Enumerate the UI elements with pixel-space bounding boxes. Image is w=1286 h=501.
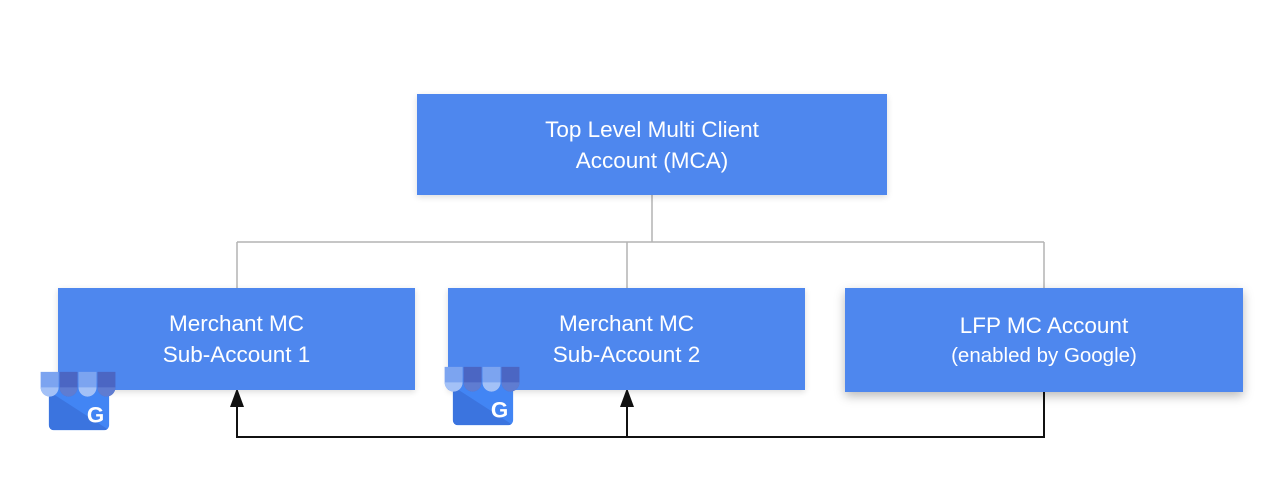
feedback-line-from-lfp: [236, 392, 1045, 438]
storefront-awning: [40, 371, 116, 397]
node-top-level-mca: Top Level Multi Client Account (MCA): [417, 94, 887, 195]
node-label-line2: Account (MCA): [575, 147, 729, 173]
arrowhead-sub1: [230, 388, 244, 407]
google-g-letter: G: [491, 397, 508, 422]
node-lfp-mc-account: LFP MC Account (enabled by Google): [845, 288, 1243, 392]
arrowhead-sub2: [620, 388, 634, 407]
node-label-line2: (enabled by Google): [951, 344, 1137, 367]
google-g-letter: G: [87, 402, 104, 427]
node-label-line2: Sub-Account 1: [162, 342, 311, 367]
storefront-awning: [444, 366, 520, 392]
node-label-line1: Top Level Multi Client: [545, 116, 759, 142]
node-label-line2: Sub-Account 2: [552, 342, 701, 367]
node-label-line1: Merchant MC: [558, 311, 695, 336]
google-business-icon: G: [444, 366, 520, 426]
node-label-line1: LFP MC Account: [959, 313, 1129, 338]
node-label-line1: Merchant MC: [168, 311, 305, 336]
node-merchant-sub-account-1: Merchant MC Sub-Account 1: [58, 288, 415, 390]
google-business-icon: G: [40, 371, 116, 431]
